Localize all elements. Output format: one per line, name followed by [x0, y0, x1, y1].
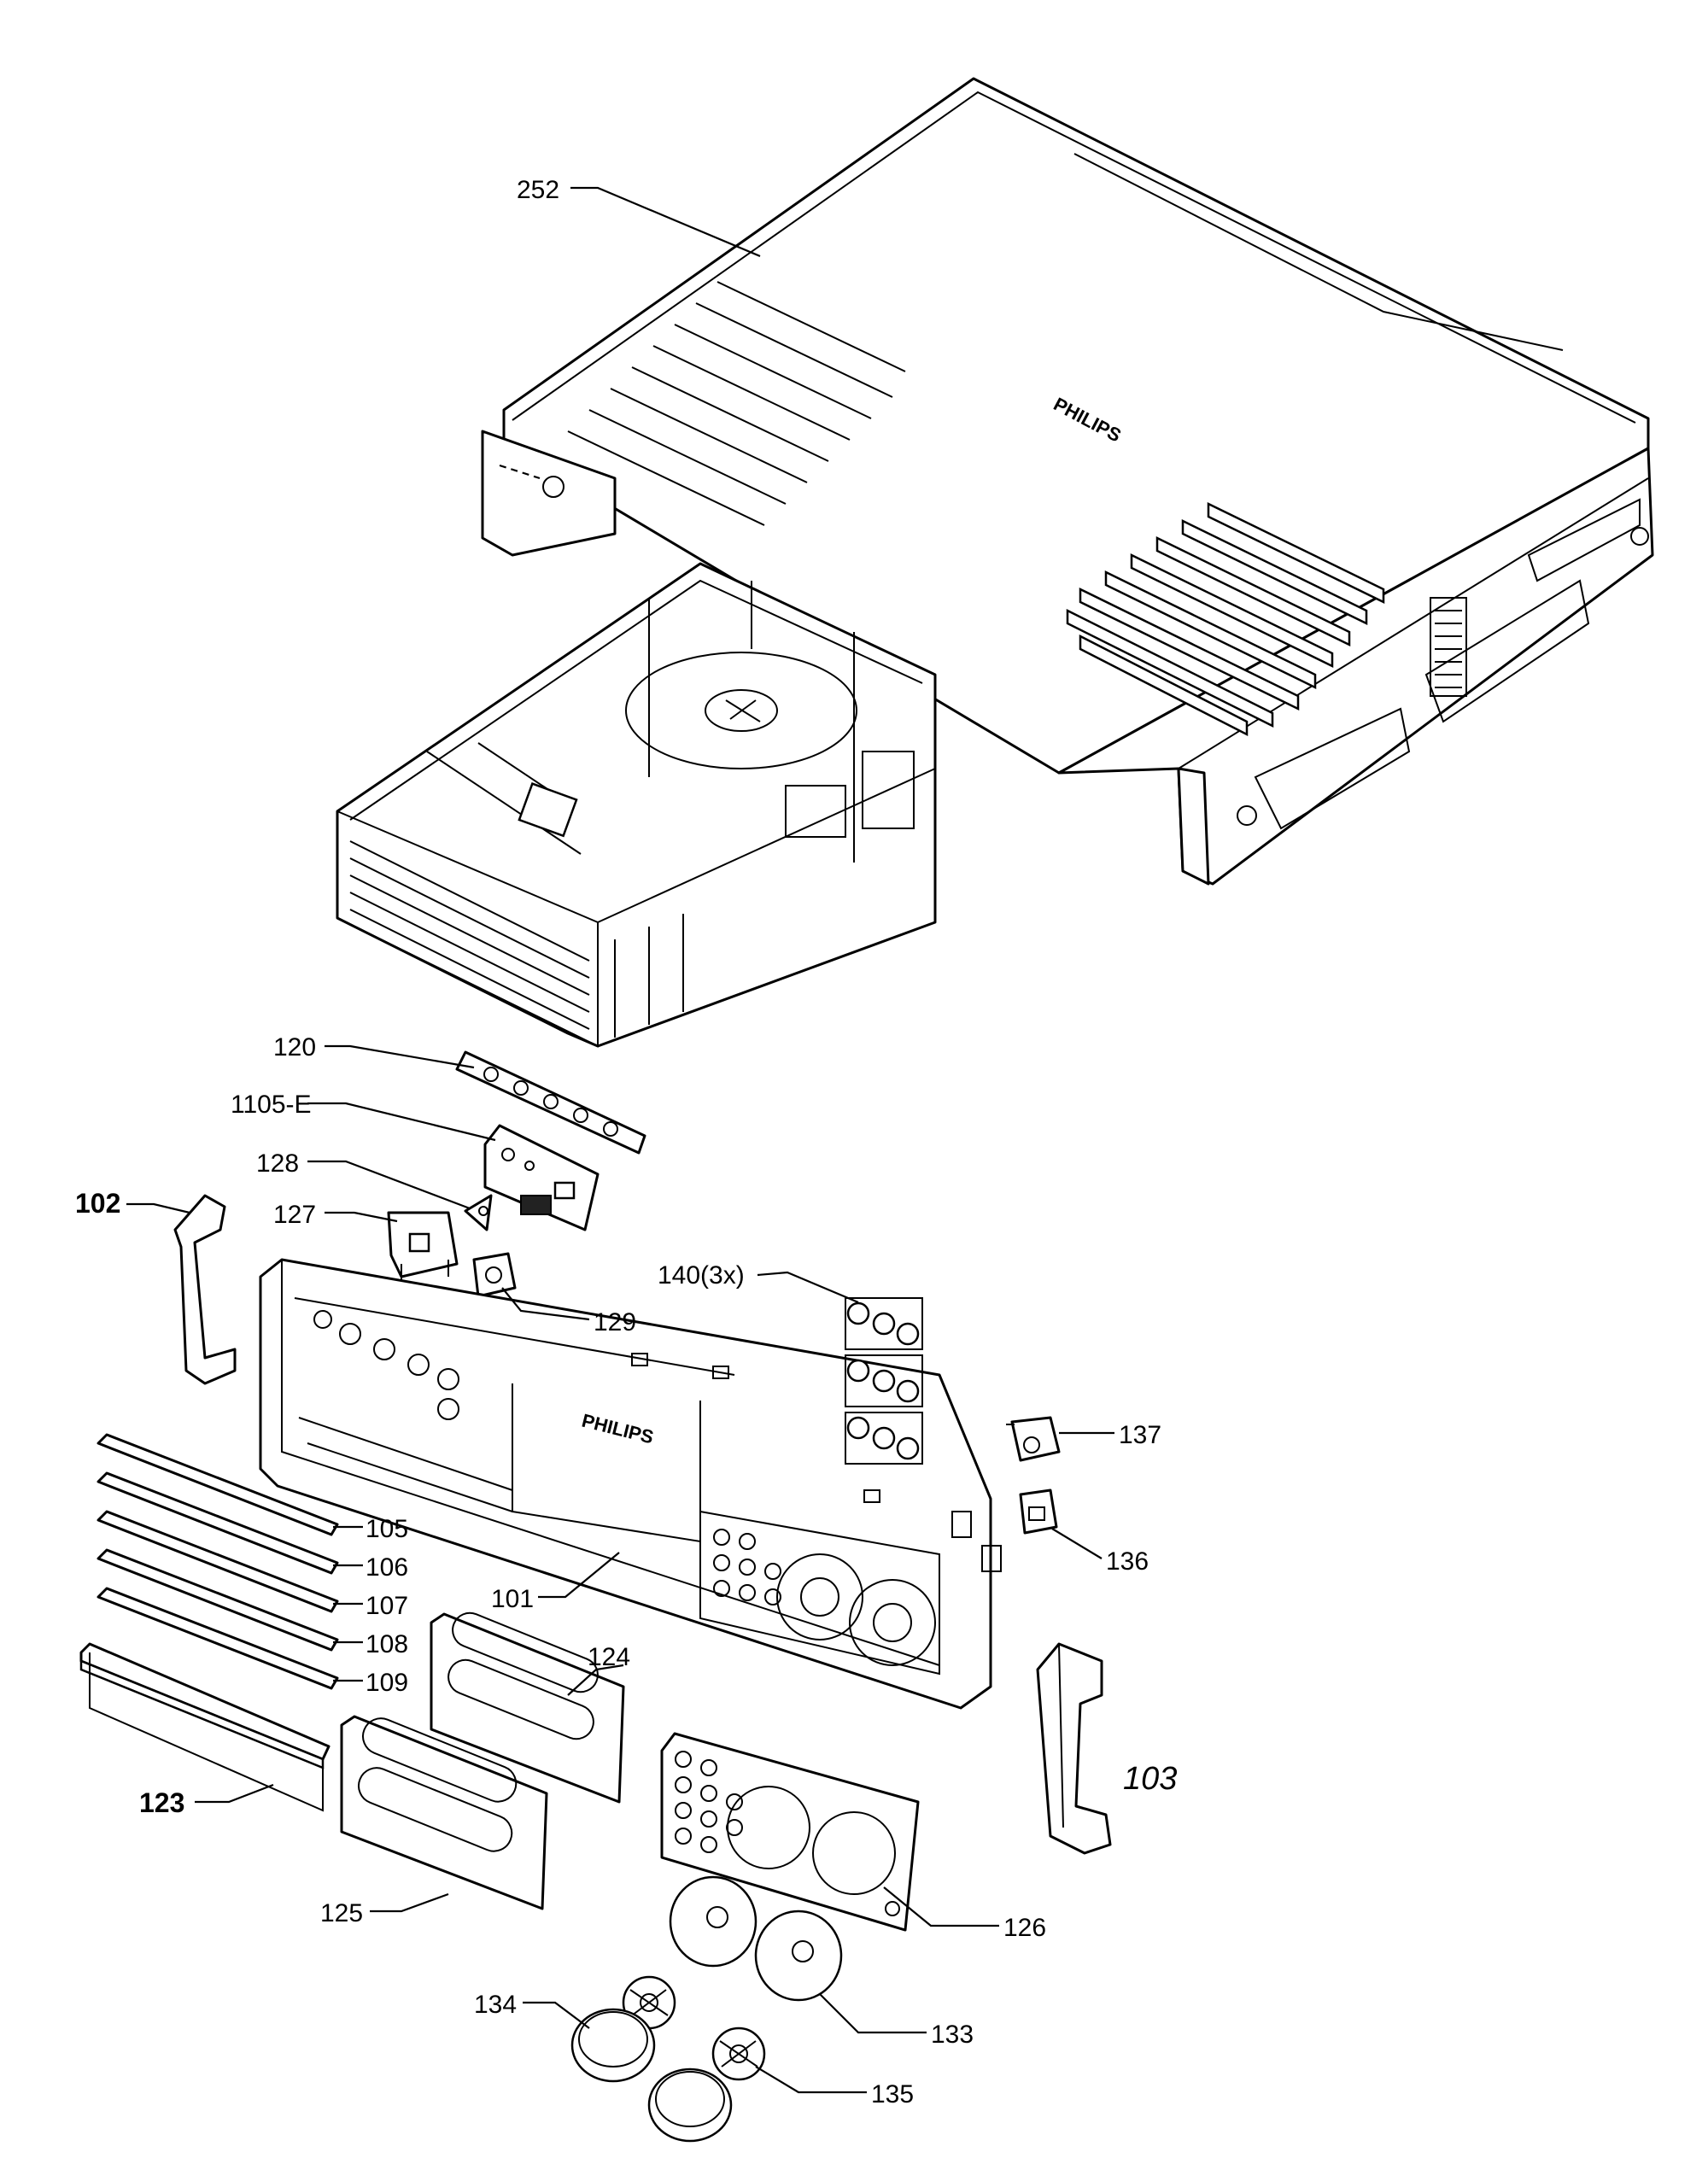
callout-252: 252	[517, 176, 559, 204]
callout-123: 123	[139, 1787, 184, 1818]
callout-1105-e: 1105-E	[231, 1091, 312, 1119]
side-vent	[1430, 597, 1467, 697]
callout-103: 103	[1123, 1761, 1177, 1797]
callout-125: 125	[320, 1899, 363, 1927]
part-120-button-strip	[455, 1050, 646, 1155]
part-123-display-window	[79, 1642, 330, 1812]
leader-lines	[126, 186, 1114, 2094]
callout-120: 120	[273, 1033, 316, 1062]
part-140-connectors	[845, 1297, 923, 1465]
cover-vent-slats-left	[567, 281, 906, 526]
callout-136: 136	[1106, 1547, 1149, 1576]
part-126-keypad-panel	[660, 1732, 920, 1932]
part-137-jack	[1006, 1416, 1061, 1462]
callout-127: 127	[273, 1201, 316, 1229]
callout-107: 107	[366, 1592, 408, 1620]
callout-140-3x: 140(3x)	[658, 1261, 745, 1290]
knobs-133-135	[570, 1875, 843, 2143]
knob-b	[754, 1910, 843, 2002]
callout-135: 135	[871, 2080, 914, 2108]
part-124-trim-frame	[430, 1611, 625, 1804]
part-129-switch	[472, 1252, 517, 1298]
front-chassis-frame: PHILIPS	[259, 1258, 1002, 1710]
callout-126: 126	[1003, 1914, 1046, 1942]
callout-108: 108	[366, 1630, 408, 1658]
part-125-trim-frame	[340, 1715, 548, 1910]
knob-a	[669, 1875, 757, 1968]
callout-137: 137	[1119, 1421, 1161, 1449]
panel-keypad-holes	[675, 1751, 743, 1853]
part-1105e-pcb	[483, 1124, 600, 1231]
knob-cap-b	[647, 2067, 733, 2143]
callout-105: 105	[366, 1515, 408, 1543]
part-102-left-bracket	[173, 1194, 237, 1385]
callout-129: 129	[594, 1308, 636, 1336]
knob-insert-b	[711, 2027, 766, 2081]
frame-keypad-holes	[713, 1529, 781, 1605]
callout-133: 133	[931, 2021, 974, 2049]
callout-101: 101	[491, 1585, 534, 1613]
callout-128: 128	[256, 1149, 299, 1178]
part-136-switch	[1019, 1488, 1058, 1535]
callout-124: 124	[588, 1643, 630, 1671]
cover-vent-slats-right	[1066, 501, 1385, 737]
callout-134: 134	[474, 1991, 517, 2019]
callout-106: 106	[366, 1553, 408, 1582]
trim-strips-105-109	[97, 1433, 339, 1690]
part-128-led	[464, 1194, 493, 1231]
cd-changer-mechanism	[336, 562, 937, 1048]
callout-109: 109	[366, 1669, 408, 1697]
callout-labels: 252 120 1105-E 128 127 102 129 140(3x) 1…	[75, 176, 1177, 2108]
part-103-right-bracket	[1036, 1642, 1112, 1855]
part-127-bracket	[387, 1211, 459, 1281]
part-134-knob-cap	[570, 2008, 656, 2083]
callout-102: 102	[75, 1188, 120, 1219]
part-252-top-cover: PHILIPS	[481, 77, 1654, 886]
